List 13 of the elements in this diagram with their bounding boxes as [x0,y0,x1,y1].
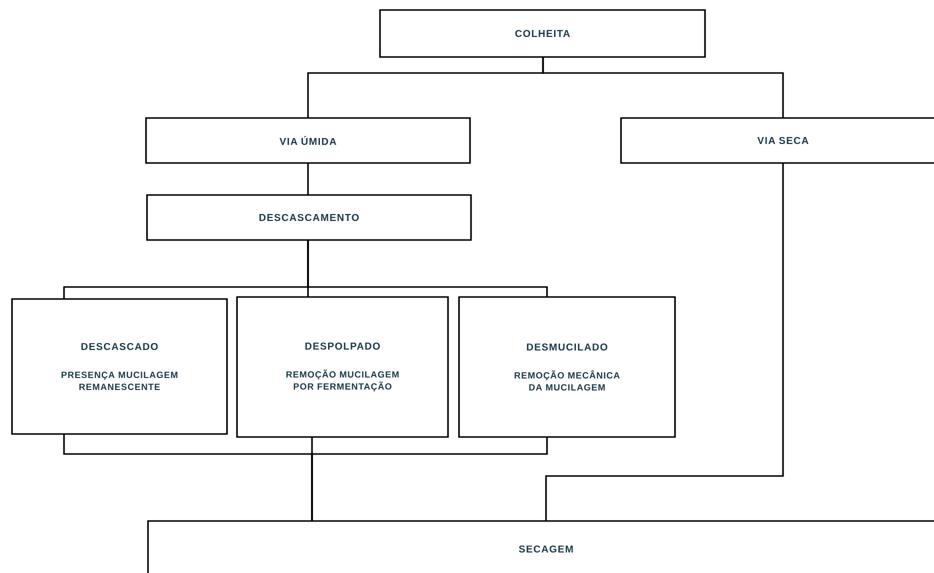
connector-line [311,437,548,521]
connector-line [545,163,784,521]
process-box: DESPOLPADO REMOÇÃO MUCILAGEM POR FERMENTAÇÃO [236,296,449,438]
connector-line [307,240,548,297]
process-box: COLHEITA [379,9,706,58]
process-box: SECAGEM [147,520,934,573]
connector-line [542,57,784,118]
process-box: VIA ÚMIDA [145,117,471,164]
process-box: DESMUCILADO REMOÇÃO MECÂNICA DA MUCILAGEM [458,296,676,438]
process-box: VIA SECA [620,117,934,164]
connector-line [307,163,309,195]
process-box: DESCASCAMENTO [146,194,472,241]
process-box: DESCASCADO PRESENÇA MUCILAGEM REMANESCENTE [11,298,228,435]
